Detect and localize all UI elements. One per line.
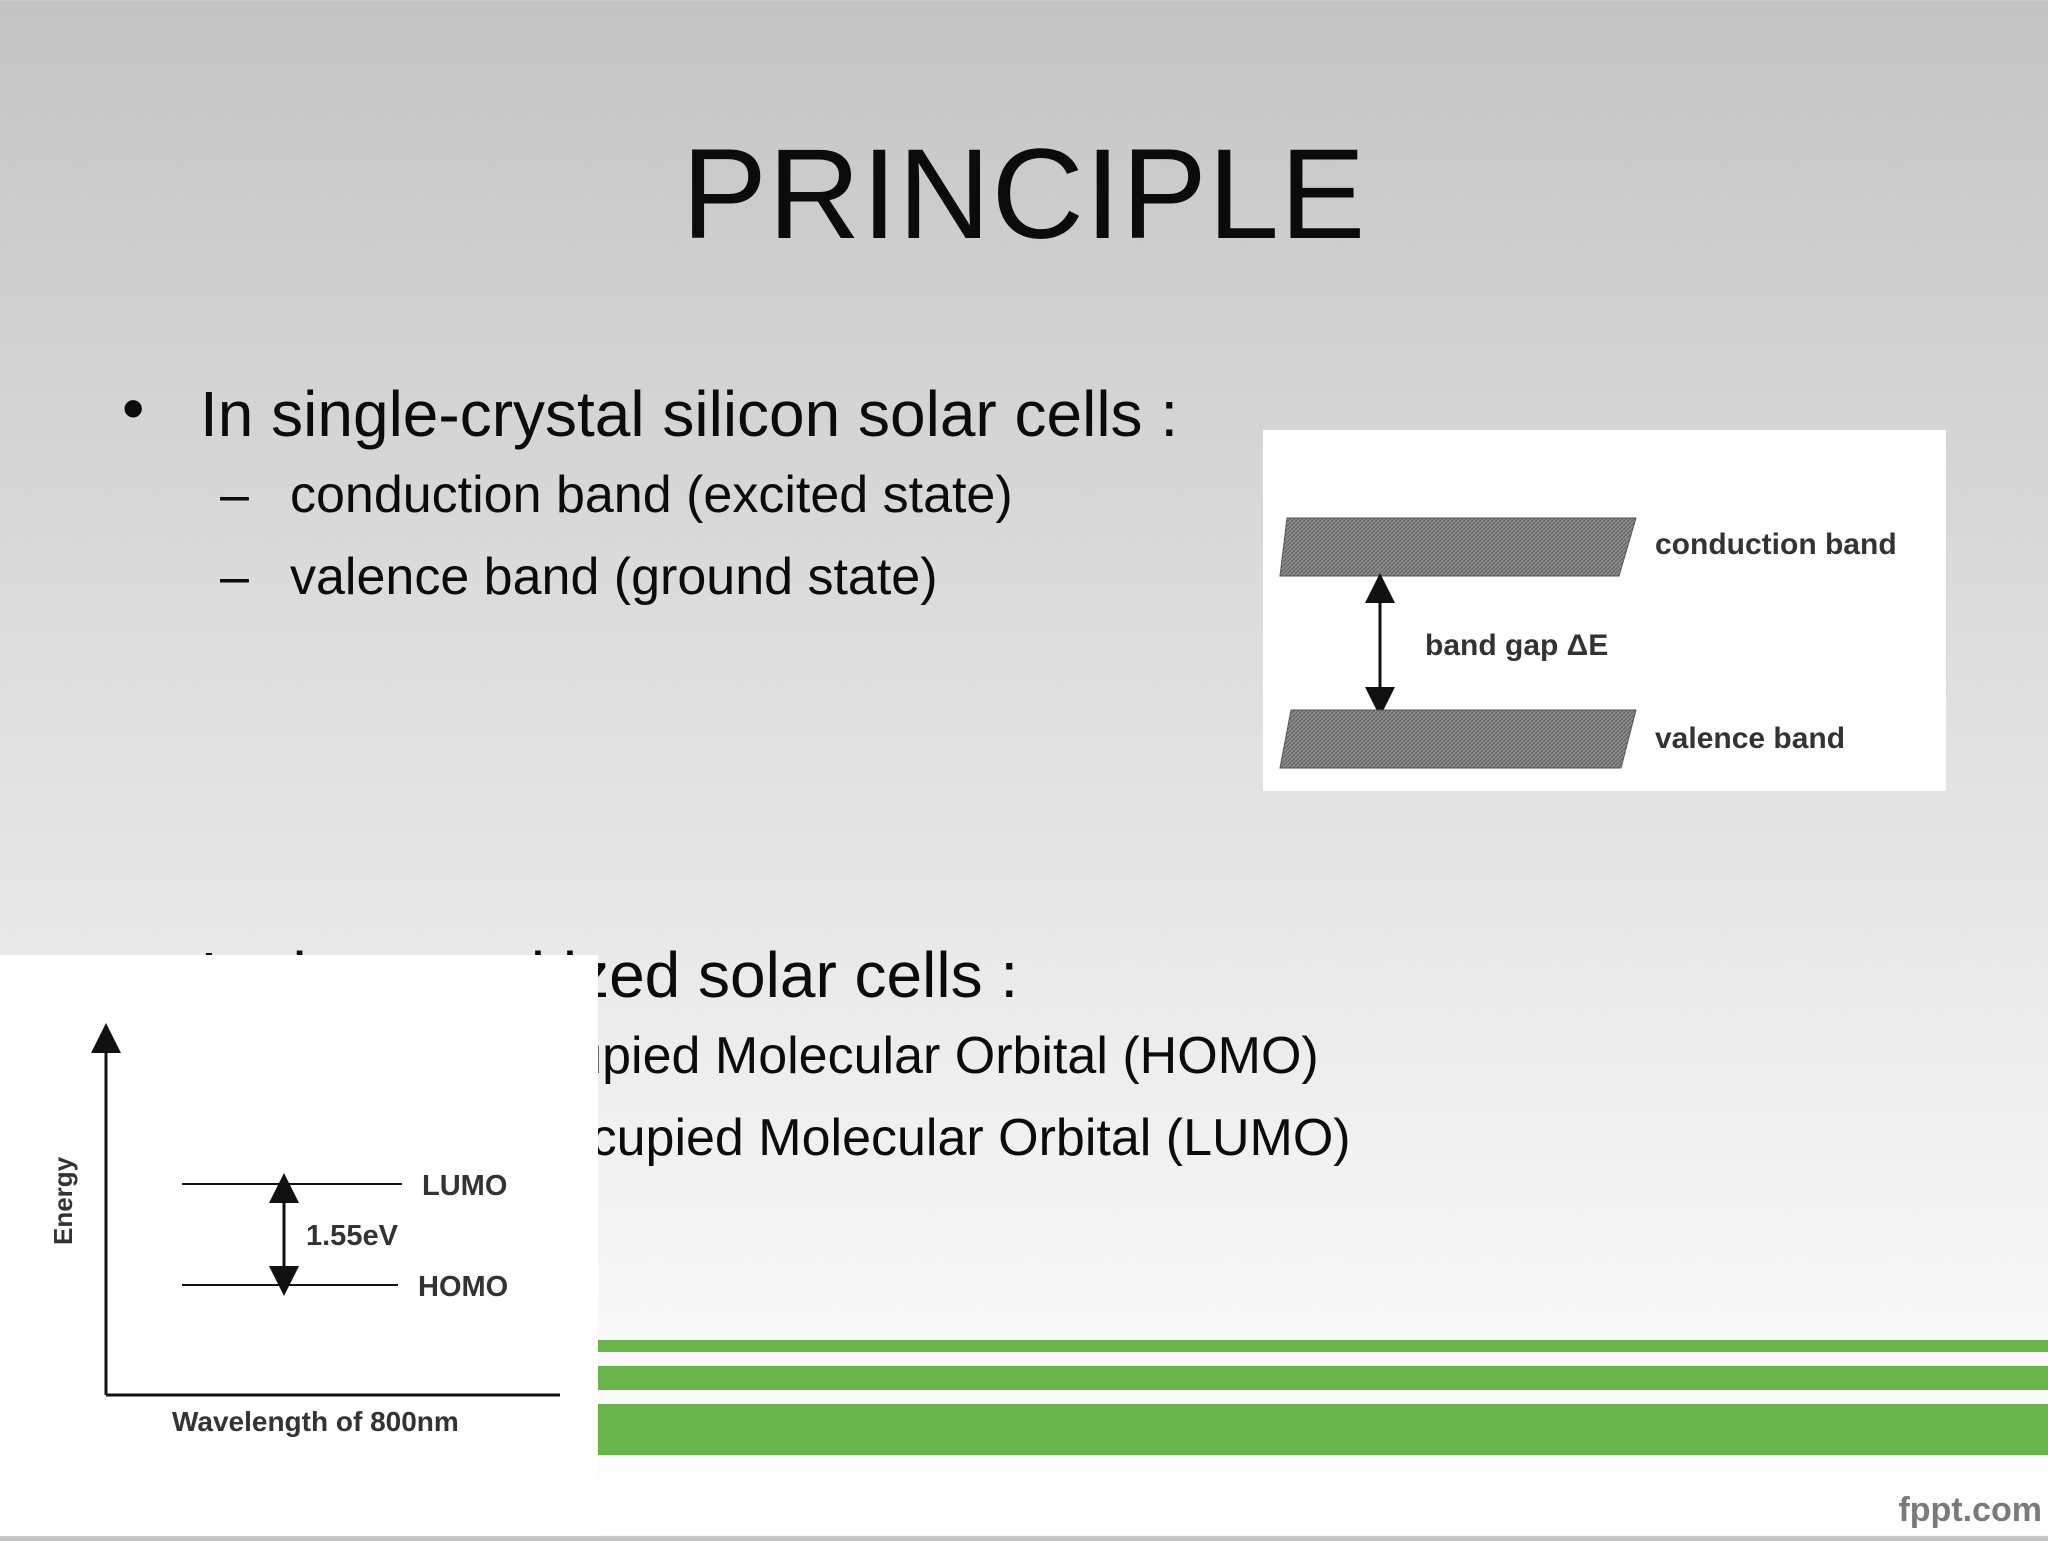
band-gap-label: band gap ΔE: [1425, 629, 1608, 662]
valence-band-label: valence band: [1655, 722, 1845, 755]
band-gap-diagram: conduction band band gap ΔE valence band: [1263, 430, 1946, 791]
sub-bullet-marker: –: [220, 548, 249, 606]
lumo-label: LUMO: [422, 1170, 507, 1202]
bullet-marker: •: [122, 372, 145, 444]
homo-lumo-diagram: Energy LUMO HOMO 1.55eV Wavelength of 80…: [0, 955, 598, 1536]
sub-bullet-text: conduction band (excited state): [290, 466, 1013, 524]
homo-label: HOMO: [418, 1271, 508, 1303]
conduction-band-label: conduction band: [1655, 528, 1897, 561]
valence-band-shape: [1279, 709, 1637, 769]
sub-bullet-marker: –: [220, 466, 249, 524]
gap-value-label: 1.55eV: [306, 1220, 399, 1252]
energy-axis-label: Energy: [48, 1156, 78, 1245]
bullet-section-silicon: • In single-crystal silicon solar cells …: [120, 372, 1540, 618]
sub-bullet-item: – conduction band (excited state): [120, 454, 1540, 536]
sub-bullet-text: valence band (ground state): [290, 548, 938, 606]
conduction-band-shape: [1279, 517, 1637, 577]
bullet-item: • In single-crystal silicon solar cells …: [120, 372, 1540, 454]
bullet-heading: In single-crystal silicon solar cells :: [200, 378, 1179, 450]
footer-brand: fppt.com: [1898, 1491, 2042, 1529]
wavelength-axis-label: Wavelength of 800nm: [172, 1406, 459, 1437]
sub-bullet-item: – valence band (ground state): [120, 536, 1540, 618]
slide-title: PRINCIPLE: [681, 123, 1367, 266]
